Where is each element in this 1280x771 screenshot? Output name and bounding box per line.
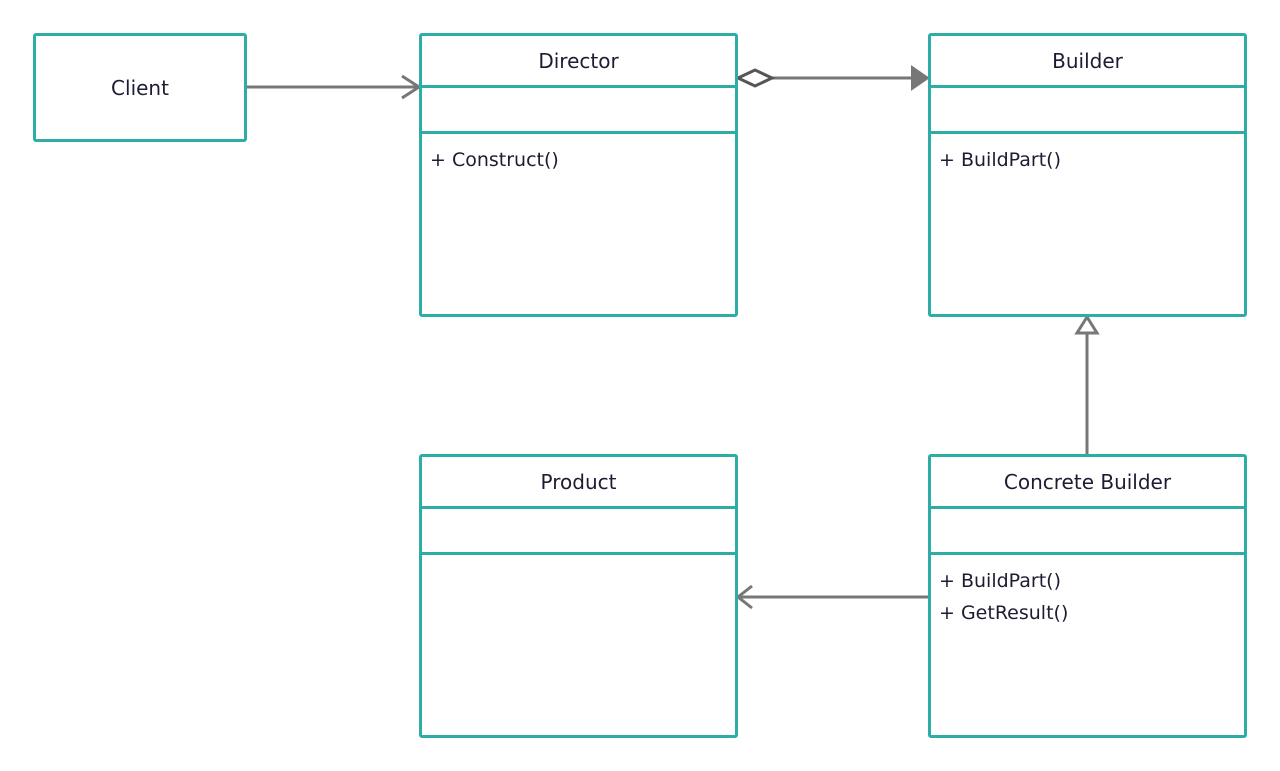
concrete-builder-methods: + BuildPart() + GetResult()	[939, 565, 1068, 629]
concrete-builder-class-name: Concrete Builder	[1003, 470, 1172, 494]
filled-arrowhead	[911, 65, 930, 91]
concrete-builder-generalization	[1074, 314, 1100, 454]
hollow-triangle-arrowhead	[1074, 314, 1100, 335]
builder-method-buildpart: + BuildPart()	[939, 149, 1061, 171]
client-director-association	[247, 74, 422, 100]
client-label: Client	[111, 75, 169, 100]
builder-class-name: Builder	[1052, 49, 1123, 73]
client-box[interactable]: Client	[33, 33, 247, 142]
product-name-divider	[422, 506, 735, 509]
concrete-builder-method-buildpart: + BuildPart()	[939, 570, 1061, 592]
aggregation-diamond	[734, 68, 776, 88]
product-attributes-divider	[422, 552, 735, 555]
director-method-construct: + Construct()	[430, 149, 559, 171]
director-attributes-divider	[422, 131, 735, 134]
director-class-box[interactable]: Director + Construct()	[419, 33, 738, 317]
builder-attributes-divider	[931, 131, 1244, 134]
director-name-divider	[422, 85, 735, 88]
product-class-box[interactable]: Product	[419, 454, 738, 738]
concrete-builder-attributes-divider	[931, 552, 1244, 555]
concrete-builder-product-association	[735, 584, 928, 610]
concrete-builder-method-getresult: + GetResult()	[939, 602, 1069, 624]
product-class-name: Product	[540, 470, 617, 494]
director-builder-aggregation	[734, 65, 930, 91]
builder-name-divider	[931, 85, 1244, 88]
director-class-name: Director	[538, 49, 619, 73]
director-methods: + Construct()	[430, 144, 559, 176]
concrete-builder-class-box[interactable]: Concrete Builder + BuildPart() + GetResu…	[928, 454, 1247, 738]
builder-class-box[interactable]: Builder + BuildPart()	[928, 33, 1247, 317]
concrete-builder-name-divider	[931, 506, 1244, 509]
builder-methods: + BuildPart()	[939, 144, 1061, 176]
